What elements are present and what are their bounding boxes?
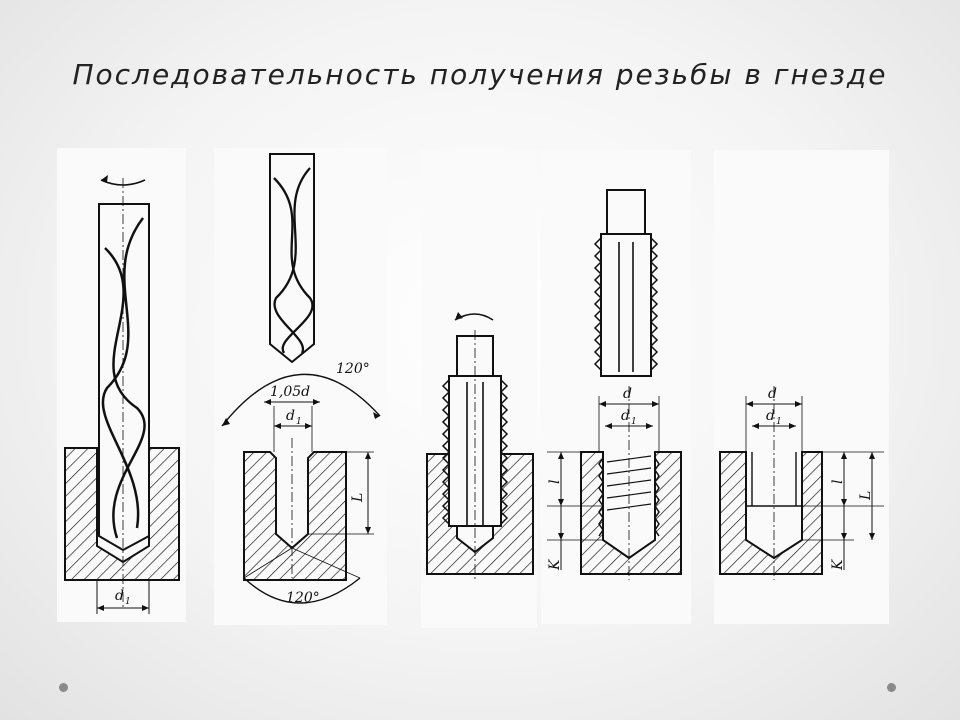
angle-arc [221,373,381,427]
dim-105d-label: 1,05d [270,384,310,400]
svg-text:1: 1 [296,417,302,427]
dim-K-label: K [547,558,563,571]
panel-drilled-hole: 120° 1,05d d 1 L 120° [214,148,387,625]
panel-final-hole: d d 1 l L K [714,150,889,624]
dim-L-label: L [350,493,366,503]
dim-d-label: d [768,386,777,402]
panel-tapping [421,150,537,628]
svg-text:1: 1 [631,417,637,427]
dim-L-label: L [858,491,874,501]
tap-body [600,233,652,377]
rotation-arrow-icon [100,179,146,186]
dim-d1-label: d [766,408,775,424]
angle-label-top: 120° [336,361,370,377]
workpiece-hatch [243,451,347,581]
next-slide-button[interactable] [887,683,896,692]
dim-d1-label: d [286,408,295,424]
svg-text:1: 1 [125,597,131,607]
panel-drilling: d 1 [57,148,186,622]
dim-d1-label: d [115,588,124,604]
tap-shank [606,189,646,235]
drill-body [98,203,150,552]
workpiece-hatch [719,451,823,575]
dim-l1-label: l [830,480,846,484]
dim-d-label: d [623,386,632,402]
angle-label-bottom: 120° [286,590,320,606]
slide-title: Последовательность получения резьбы в гн… [72,58,888,91]
dim-K-label: K [830,558,846,571]
angle-arc-bottom [243,577,361,604]
dim-l1-label: l [547,480,563,484]
dim-d1-label: d [621,408,630,424]
svg-text:1: 1 [776,417,782,427]
panel-threaded-hole: d d 1 l K [541,150,691,624]
prev-slide-button[interactable] [59,683,68,692]
